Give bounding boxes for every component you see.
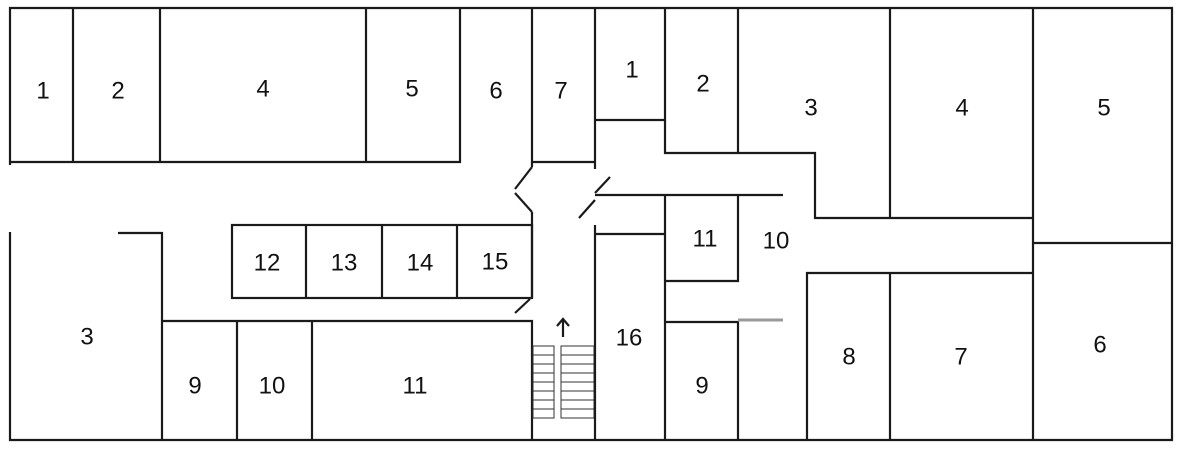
room-label: 13 bbox=[331, 249, 358, 276]
room-label: 9 bbox=[695, 372, 708, 399]
room-label: 10 bbox=[763, 227, 790, 254]
room-label: 11 bbox=[693, 225, 718, 252]
room-label: 16 bbox=[616, 324, 643, 351]
room-label: 7 bbox=[954, 343, 967, 370]
room-label: 14 bbox=[407, 249, 434, 276]
room-label: 3 bbox=[80, 323, 93, 350]
left-wing-walls bbox=[10, 8, 595, 440]
room-label: 12 bbox=[254, 249, 281, 276]
room-label: 2 bbox=[696, 70, 709, 97]
outer-walls bbox=[8, 6, 1174, 442]
up-arrow-icon bbox=[556, 317, 570, 337]
room-label: 1 bbox=[625, 56, 638, 83]
room-label: 7 bbox=[554, 77, 567, 104]
right-wing-walls bbox=[578, 8, 1172, 440]
room-label: 4 bbox=[256, 75, 269, 102]
room-label: 1 bbox=[36, 77, 49, 104]
room-label: 9 bbox=[188, 372, 201, 399]
right-wing-labels: 1 2 3 4 5 11 10 16 9 8 7 6 bbox=[616, 56, 1111, 399]
left-wing-labels: 1 2 4 5 6 7 3 12 13 14 15 9 10 11 bbox=[36, 75, 567, 399]
room-label: 5 bbox=[405, 75, 418, 102]
room-label: 6 bbox=[1093, 331, 1106, 358]
room-label: 5 bbox=[1097, 94, 1110, 121]
room-label: 2 bbox=[111, 77, 124, 104]
staircase bbox=[532, 345, 595, 419]
room-label: 11 bbox=[403, 372, 428, 399]
room-label: 10 bbox=[259, 372, 286, 399]
room-label: 3 bbox=[804, 94, 817, 121]
room-label: 8 bbox=[842, 343, 855, 370]
room-label: 15 bbox=[482, 248, 509, 275]
room-label: 4 bbox=[955, 94, 968, 121]
room-label: 6 bbox=[489, 77, 502, 104]
